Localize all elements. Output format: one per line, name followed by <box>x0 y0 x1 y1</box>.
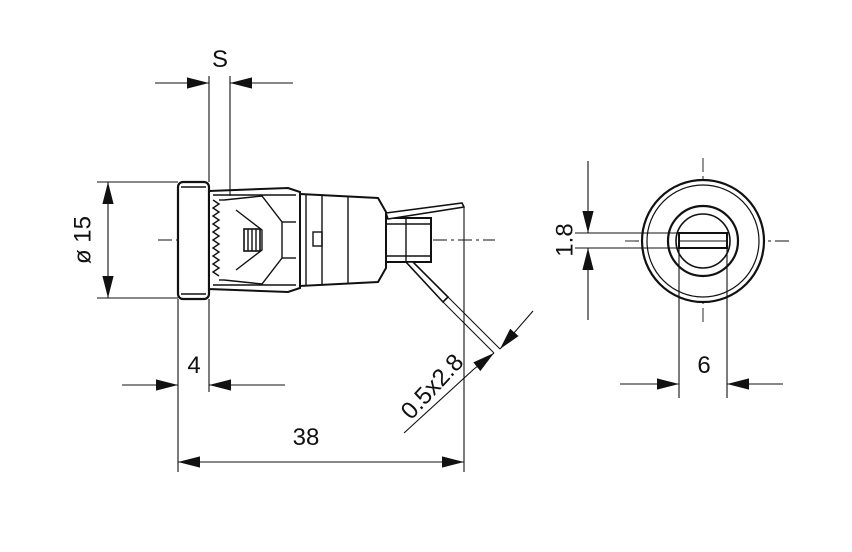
flange <box>176 180 211 301</box>
dim-s-label: S <box>212 46 228 73</box>
body <box>299 192 387 288</box>
screw-slot <box>678 232 728 249</box>
dim-flange-label: 4 <box>187 352 200 379</box>
dim-slot-height: 1.8 <box>551 161 679 320</box>
dim-diameter-label: ø 15 <box>69 216 96 264</box>
angled-tab <box>404 261 450 304</box>
dim-flange: 4 <box>122 299 285 472</box>
dim-slot-length-label: 6 <box>697 352 710 379</box>
cap-outer <box>666 204 740 278</box>
front-view <box>625 158 790 325</box>
rear-terminal <box>385 217 432 263</box>
dim-s: S <box>155 46 293 196</box>
dim-terminal-label: 0.5x2.8 <box>396 349 469 425</box>
straight-tab <box>384 202 466 220</box>
dim-slot-height-label: 1.8 <box>551 223 578 256</box>
dim-slot-length: 6 <box>620 248 783 398</box>
dim-length-label: 38 <box>293 424 320 451</box>
outer-ring-inner-edge <box>646 184 760 298</box>
dim-length: 38 <box>178 208 465 472</box>
cap-inner <box>675 213 731 269</box>
dim-diameter: ø 15 <box>69 181 178 299</box>
side-view <box>158 180 495 304</box>
nut <box>208 186 301 294</box>
